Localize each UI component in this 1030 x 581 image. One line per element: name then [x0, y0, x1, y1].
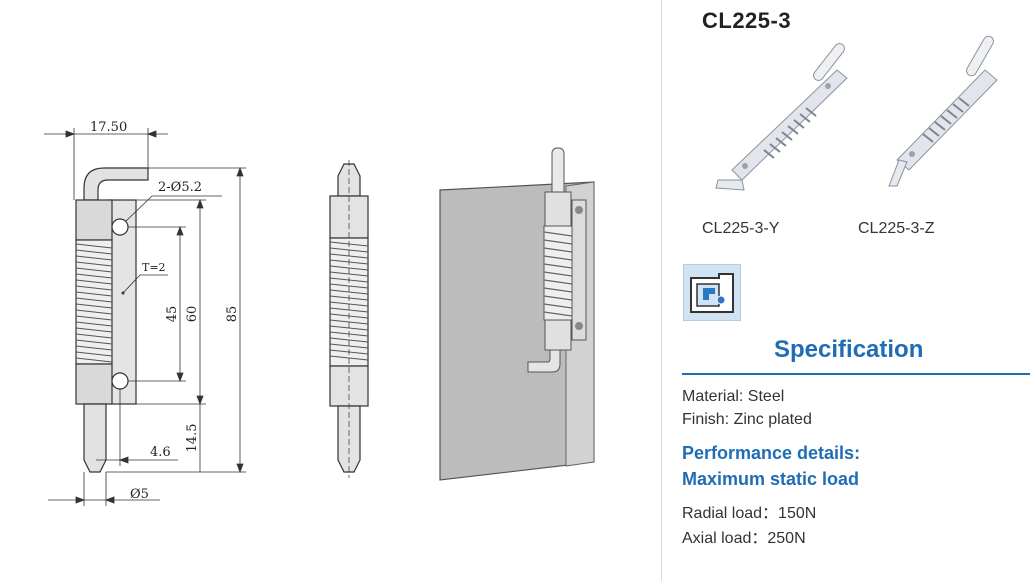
dim-offset: 4.6	[150, 445, 171, 460]
photo-variant-z	[888, 35, 998, 187]
mounting-type-icon	[683, 264, 741, 321]
performance-heading: Performance details:	[682, 443, 861, 463]
dim-plate-length: 60	[185, 306, 200, 323]
product-panel: CL225-3 CL225-3-Y CL225-3-Z	[662, 0, 1030, 581]
spec-heading: Specification	[774, 336, 924, 363]
side-view	[329, 160, 369, 478]
axial-load-text: Axial load：250N	[682, 530, 806, 547]
finish-text: Finish: Zinc plated	[682, 411, 812, 428]
material-text: Material: Steel	[682, 388, 785, 405]
photo-variant-y	[715, 43, 848, 191]
dim-holes: 2-Ø5.2	[158, 180, 202, 195]
dim-thickness: T=2	[142, 261, 166, 274]
dim-overall-length: 85	[225, 306, 240, 323]
front-dimensions	[44, 128, 246, 506]
dim-pin-length: 14.5	[185, 424, 200, 453]
caption-variant-y: CL225-3-Y	[702, 220, 780, 237]
product-model: CL225-3	[702, 8, 792, 33]
dim-pin-diameter: Ø5	[130, 487, 149, 502]
radial-load-text: Radial load：150N	[682, 505, 817, 522]
spec-underline	[682, 373, 1030, 375]
static-load-heading: Maximum static load	[682, 469, 860, 489]
dim-hole-spacing: 45	[165, 306, 180, 323]
front-view	[75, 167, 149, 473]
dim-width: 17.50	[90, 120, 127, 135]
technical-drawing: 17.50 2-Ø5.2 T=2 45 60 85 14.5 4.6 Ø5	[44, 120, 595, 506]
column-divider	[661, 0, 662, 581]
caption-variant-z: CL225-3-Z	[858, 220, 935, 237]
installed-view	[439, 147, 595, 481]
